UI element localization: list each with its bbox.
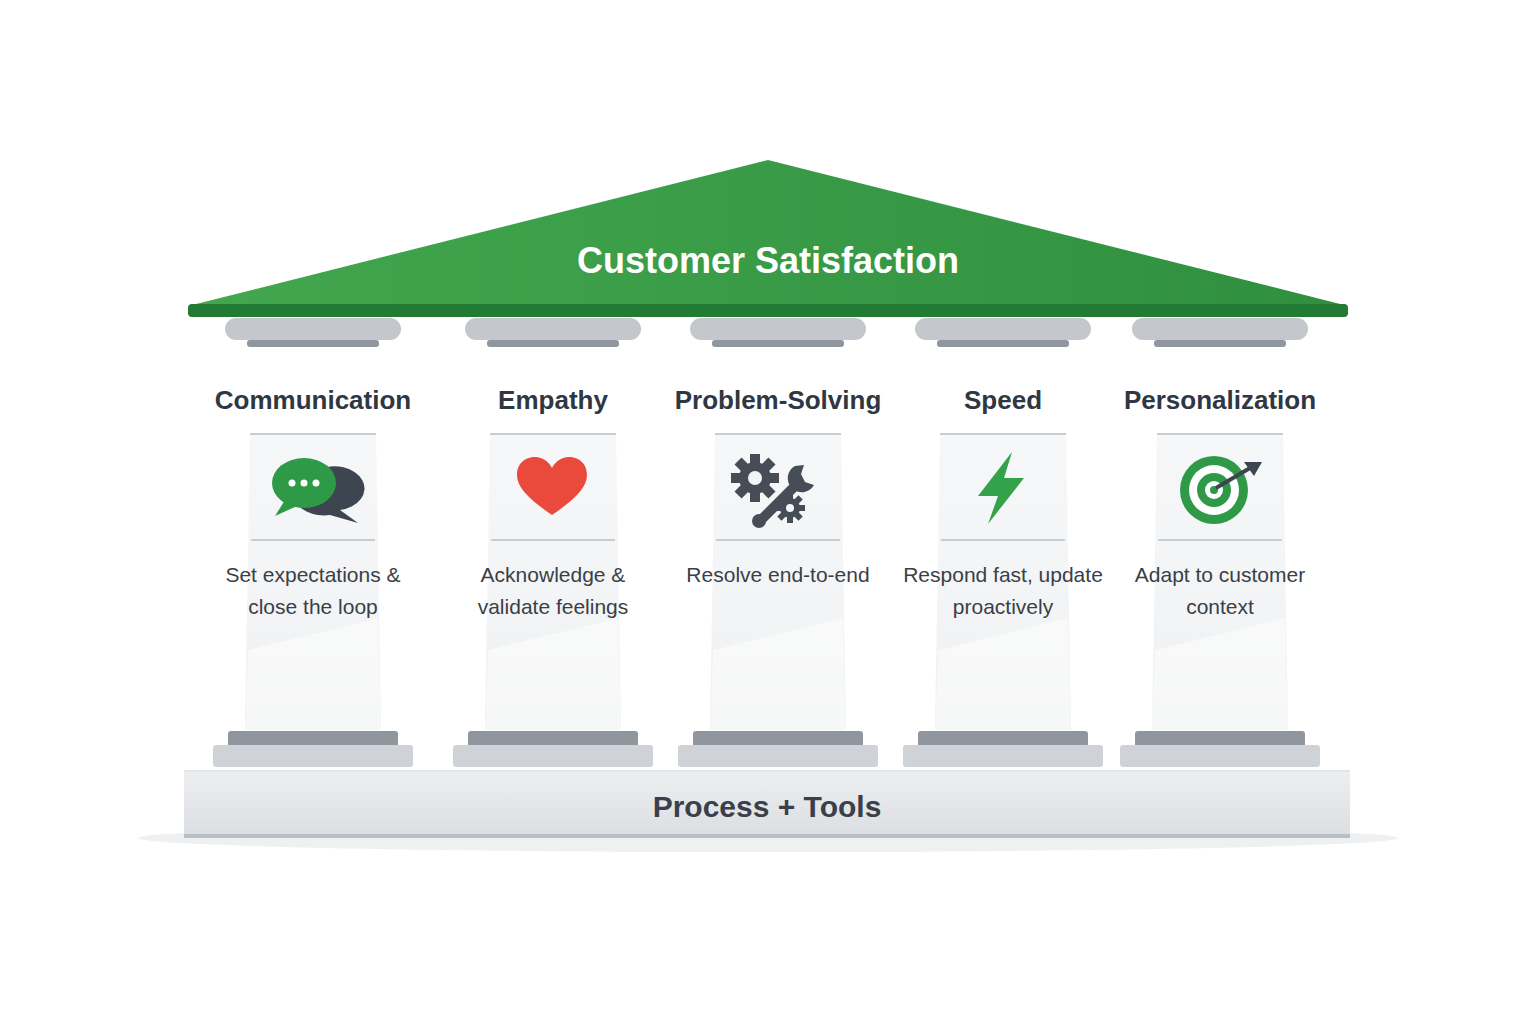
pillar-heading: Empathy [428, 383, 678, 417]
pillar: CommunicationSet expectations & close th… [188, 383, 438, 633]
roof-triangle: Customer Satisfaction [188, 160, 1348, 318]
pillar-heading: Problem-Solving [653, 383, 903, 417]
pillar-heading: Communication [188, 383, 438, 417]
pillar-description: Acknowledge & validate feelings [448, 559, 658, 623]
base-label: Process + Tools [184, 790, 1350, 824]
gear-wrench-icon [731, 454, 814, 528]
pillar-description: Adapt to customer context [1115, 559, 1325, 623]
roof-title: Customer Satisfaction [188, 240, 1348, 282]
heart-icon [517, 457, 587, 515]
pillar: Problem-SolvingResolve end-to-end [653, 383, 903, 633]
pillar: PersonalizationAdapt to customer context [1095, 383, 1345, 633]
pillar-heading: Personalization [1095, 383, 1345, 417]
pillar-description: Respond fast, update proactively [898, 559, 1108, 623]
target-icon [1180, 456, 1262, 524]
lightning-icon [978, 452, 1024, 524]
pillar-description: Resolve end-to-end [673, 559, 883, 591]
roof-shape [188, 160, 1348, 318]
pillar: SpeedRespond fast, update proactively [878, 383, 1128, 633]
chat-icon [272, 458, 365, 523]
pillar-description: Set expectations & close the loop [208, 559, 418, 623]
pillar-heading: Speed [878, 383, 1128, 417]
pillar: EmpathyAcknowledge & validate feelings [428, 383, 678, 633]
base-platform: Process + Tools [184, 770, 1350, 838]
